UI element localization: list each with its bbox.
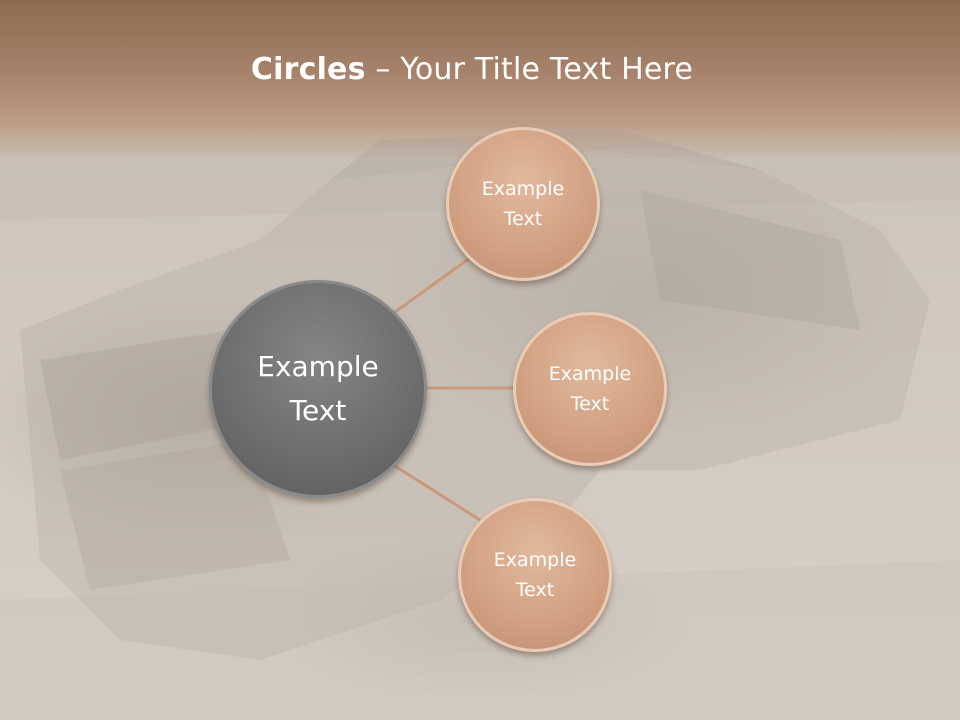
connector-3 bbox=[394, 464, 481, 522]
satellite-circle-label: Example Text bbox=[481, 178, 565, 230]
title-rest-part: – Your Title Text Here bbox=[365, 52, 694, 87]
satellite-circle-label: Example Text bbox=[548, 363, 632, 415]
connector-1 bbox=[394, 256, 471, 314]
title-band bbox=[0, 0, 960, 160]
center-circle[interactable]: Example Text bbox=[209, 280, 427, 498]
title-bold-part: Circles bbox=[250, 52, 366, 87]
satellite-circle-2[interactable]: Example Text bbox=[513, 312, 667, 466]
center-circle-label: Example Text bbox=[257, 350, 379, 427]
satellite-circle-label: Example Text bbox=[493, 549, 577, 601]
slide-title: Circles – Your Title Text Here bbox=[0, 52, 944, 87]
satellite-circle-1[interactable]: Example Text bbox=[446, 127, 600, 281]
satellite-circle-3[interactable]: Example Text bbox=[458, 498, 612, 652]
